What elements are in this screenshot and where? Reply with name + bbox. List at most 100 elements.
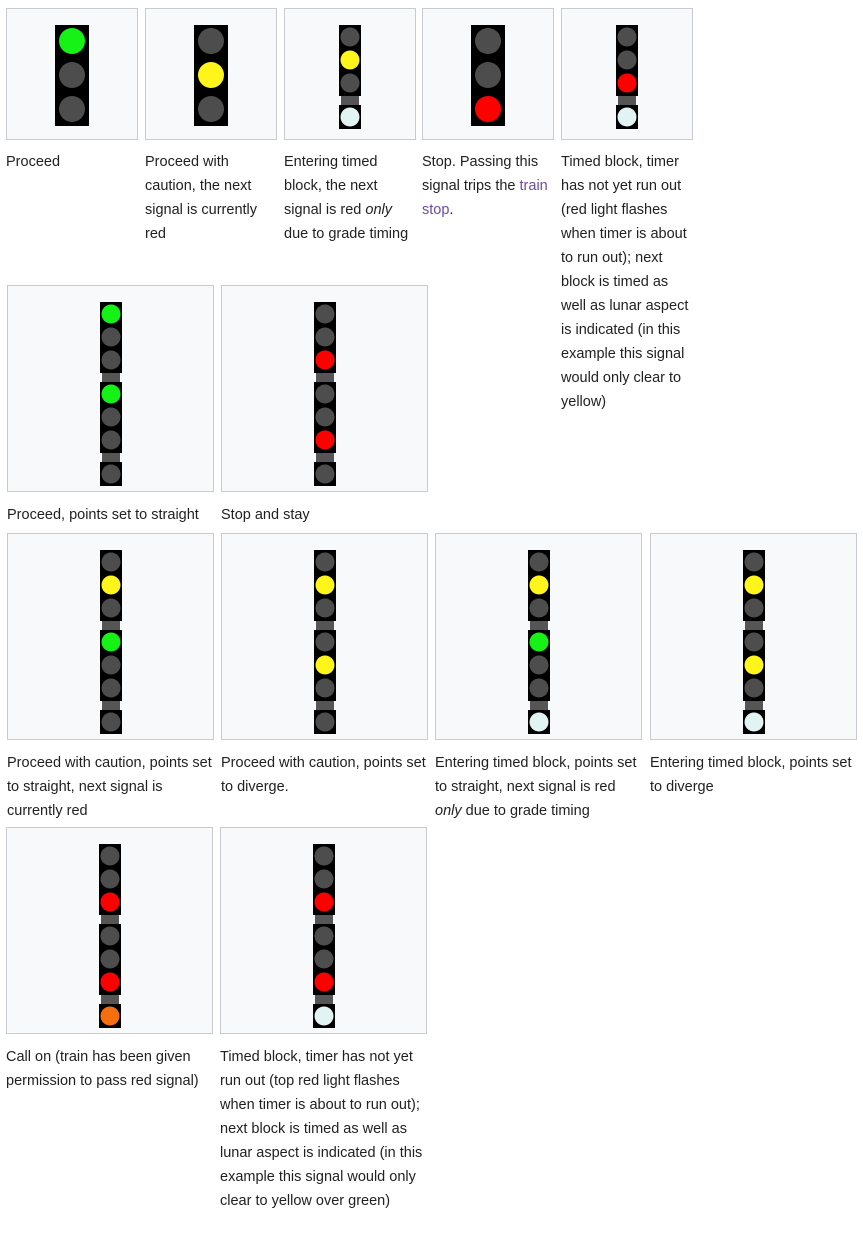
signal-lamp-off: [198, 96, 224, 122]
signal-connector: [316, 701, 334, 710]
signal-image-frame[interactable]: [6, 827, 213, 1034]
signal-lamp-off: [101, 407, 121, 427]
signal-lamp-lunar: [314, 1006, 334, 1026]
signal-connector: [315, 995, 333, 1004]
signal-image-frame[interactable]: [650, 533, 857, 740]
signal-diagram: [528, 550, 550, 734]
caption: Proceed with caution, the next signal is…: [145, 150, 273, 246]
signal-diagram: [314, 550, 336, 734]
signal-lamp-yellow: [315, 575, 335, 595]
signal-lamp-off: [314, 846, 334, 866]
signal-image-frame[interactable]: [7, 285, 214, 492]
signal-image-frame[interactable]: [284, 8, 416, 140]
signal-diagram: [194, 25, 228, 126]
signal-lamp-off: [100, 926, 120, 946]
signal-lamp-off: [340, 27, 360, 47]
signal-lamp-lunar: [340, 107, 360, 127]
signal-lamp-off: [315, 327, 335, 347]
signal-lamp-off: [617, 50, 637, 70]
caption: Entering timed block, the next signal is…: [284, 150, 412, 246]
signal-lamp-off: [529, 678, 549, 698]
signal-lamp-red: [315, 430, 335, 450]
signal-connector: [101, 915, 119, 924]
signal-lamp-red: [315, 350, 335, 370]
signal-connector: [618, 96, 636, 105]
signal-image-frame[interactable]: [145, 8, 277, 140]
signal-image-frame[interactable]: [561, 8, 693, 140]
signal-lamp-off: [475, 28, 501, 54]
signal-lamp-red: [475, 96, 501, 122]
signal-lamp-lunar: [744, 712, 764, 732]
signal-lamp-off: [529, 598, 549, 618]
signal-lamp-off: [315, 552, 335, 572]
signal-connector: [530, 701, 548, 710]
signal-lamp-lunar: [529, 712, 549, 732]
signal-lamp-green: [101, 304, 121, 324]
signal-lamp-green: [101, 632, 121, 652]
signal-lamp-off: [314, 869, 334, 889]
signal-lamp-off: [101, 655, 121, 675]
signal-lamp-off: [314, 949, 334, 969]
signal-diagram: [339, 25, 361, 129]
caption: Entering timed block, points set to dive…: [650, 751, 855, 799]
signal-diagram: [616, 25, 638, 129]
signal-lamp-off: [101, 350, 121, 370]
caption: Stop. Passing this signal trips the trai…: [422, 150, 550, 222]
signal-lamp-off: [100, 869, 120, 889]
signal-connector: [315, 915, 333, 924]
caption-text: Proceed: [6, 154, 61, 170]
signal-lamp-yellow: [744, 655, 764, 675]
signal-lamp-orange: [100, 1006, 120, 1026]
signal-diagram: [99, 844, 121, 1028]
caption-text: Proceed, points set to straight: [7, 507, 199, 523]
signal-diagram: [100, 302, 122, 486]
signal-lamp-off: [314, 926, 334, 946]
caption: Proceed, points set to straight: [7, 503, 217, 527]
signal-lamp-off: [101, 712, 121, 732]
signal-image-frame[interactable]: [220, 827, 427, 1034]
signal-lamp-yellow: [101, 575, 121, 595]
caption-emphasis: only: [365, 202, 393, 218]
signal-lamp-off: [315, 384, 335, 404]
signal-lamp-off: [101, 552, 121, 572]
signal-lamp-red: [314, 972, 334, 992]
signal-lamp-off: [198, 28, 224, 54]
signal-diagram: [743, 550, 765, 734]
caption-text: Stop. Passing this signal trips the: [422, 154, 539, 194]
signal-connector: [102, 373, 120, 382]
caption-text: Proceed with caution, points set to dive…: [221, 755, 426, 795]
caption-link[interactable]: train stop: [422, 178, 548, 218]
signal-image-frame[interactable]: [221, 285, 428, 492]
signal-lamp-off: [315, 598, 335, 618]
signal-lamp-off: [315, 304, 335, 324]
signal-lamp-off: [315, 464, 335, 484]
caption: Stop and stay: [221, 503, 426, 527]
signal-image-frame[interactable]: [7, 533, 214, 740]
signal-connector: [745, 621, 763, 630]
signal-lamp-yellow: [198, 62, 224, 88]
signal-image-frame[interactable]: [422, 8, 554, 140]
signal-connector: [530, 621, 548, 630]
signal-connector: [102, 621, 120, 630]
signal-diagram: [471, 25, 505, 126]
caption-text: Entering timed block, the next signal is…: [284, 154, 378, 218]
caption-text: Timed block, timer has not yet run out (…: [220, 1049, 423, 1209]
signal-diagram: [314, 302, 336, 486]
signal-image-frame[interactable]: [221, 533, 428, 740]
signal-diagram: [313, 844, 335, 1028]
signal-lamp-off: [59, 96, 85, 122]
signal-lamp-off: [475, 62, 501, 88]
signal-lamp-off: [101, 678, 121, 698]
caption-text: Entering timed block, points set to stra…: [435, 755, 637, 795]
signal-diagram: [100, 550, 122, 734]
signal-image-frame[interactable]: [6, 8, 138, 140]
caption: Entering timed block, points set to stra…: [435, 751, 640, 823]
signal-lamp-red: [100, 892, 120, 912]
signal-lamp-off: [101, 598, 121, 618]
signal-lamp-off: [101, 327, 121, 347]
signal-lamp-off: [744, 598, 764, 618]
signal-connector: [102, 453, 120, 462]
signal-connector: [316, 621, 334, 630]
signal-lamp-off: [315, 632, 335, 652]
signal-image-frame[interactable]: [435, 533, 642, 740]
